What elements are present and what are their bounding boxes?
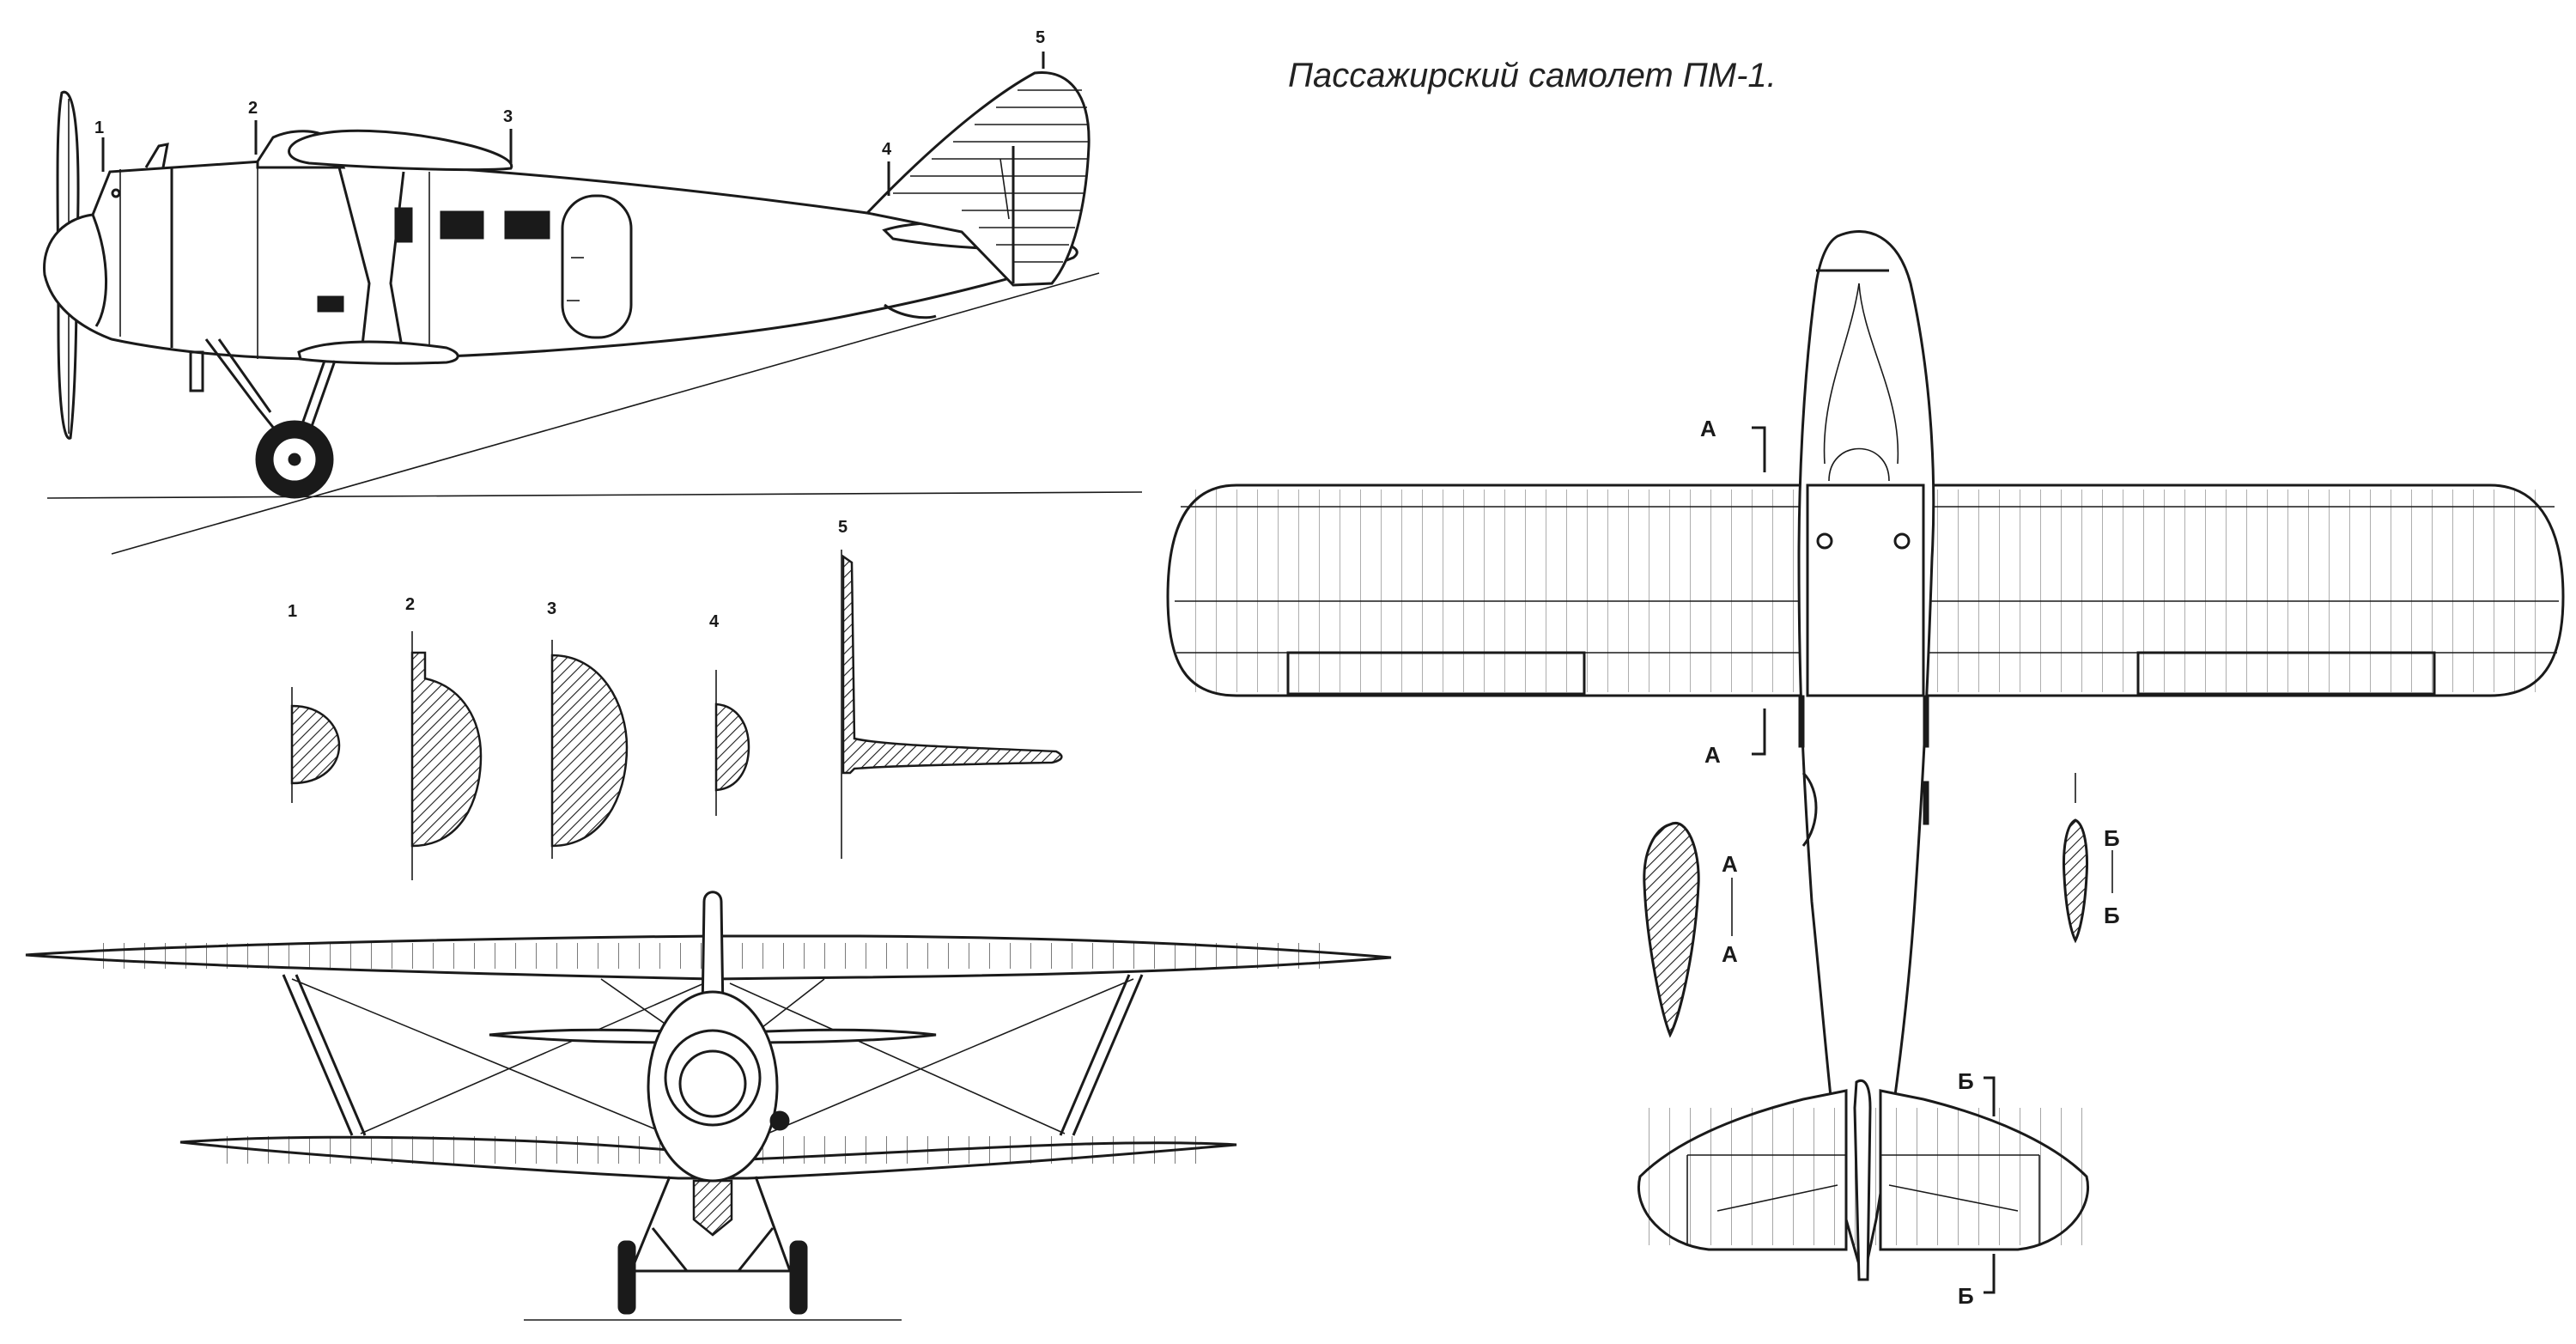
section-label-4: 4	[709, 612, 720, 631]
station-markers: 1 2 3 4 5	[94, 28, 1045, 196]
airfoil-profile-b	[2063, 818, 2088, 944]
cabin-door	[561, 194, 633, 339]
station-marker-4: 4	[882, 140, 892, 159]
section-label-1: 1	[288, 602, 297, 621]
profile-b-label-bottom: Б	[2104, 903, 2120, 928]
top-view: А А Б Б А А Б Б	[1166, 230, 2565, 1309]
section-mark-a-bottom: А	[1704, 742, 1721, 768]
section-3	[550, 654, 629, 848]
aileron-right	[2136, 651, 2436, 696]
ground-line	[46, 491, 1143, 499]
section-mark-b-bottom: Б	[1958, 1283, 1974, 1309]
section-1	[290, 704, 341, 785]
front-view	[25, 891, 1392, 1321]
section-label-5: 5	[838, 518, 848, 537]
cross-sections: 1 2 3 4 5	[288, 518, 1063, 880]
profile-b-label-top: Б	[2104, 825, 2120, 851]
cabin-window	[504, 210, 550, 240]
station-marker-2: 2	[248, 99, 258, 118]
station-marker-5: 5	[1036, 28, 1045, 47]
aileron-left	[1286, 651, 1586, 696]
profile-a-label-top: А	[1722, 851, 1738, 877]
section-mark-b-top: Б	[1958, 1068, 1974, 1094]
wheel-icon	[255, 420, 334, 499]
section-mark-a-top: А	[1700, 416, 1716, 441]
section-mark-a: А А	[1700, 416, 1766, 768]
side-view: 1 2 3 4 5	[43, 28, 1143, 555]
radiator	[692, 1179, 733, 1237]
section-mark-b: Б Б	[1958, 1068, 1996, 1309]
ground-slope-line	[111, 272, 1100, 555]
fin-ribs	[893, 89, 1089, 283]
drawing-title: Пассажирский самолет ПМ-1.	[1288, 57, 1777, 94]
cabin-window	[440, 210, 484, 240]
section-label-3: 3	[547, 599, 556, 618]
tail-fin	[865, 70, 1091, 287]
station-marker-1: 1	[94, 119, 104, 137]
profile-a-label-bottom: А	[1722, 941, 1738, 967]
center-section	[1806, 483, 1925, 697]
station-marker-3: 3	[503, 107, 513, 126]
section-2	[410, 651, 483, 848]
upper-wing-side	[288, 129, 513, 172]
section-label-2: 2	[405, 595, 415, 614]
section-4	[714, 702, 750, 792]
wheel-icon	[617, 1240, 636, 1315]
airfoil-profile-a	[1643, 821, 1700, 1038]
struts-and-wires	[282, 974, 1144, 1143]
wheel-icon	[789, 1240, 808, 1315]
section-5	[841, 554, 1063, 775]
landing-gear-front	[617, 1176, 808, 1315]
